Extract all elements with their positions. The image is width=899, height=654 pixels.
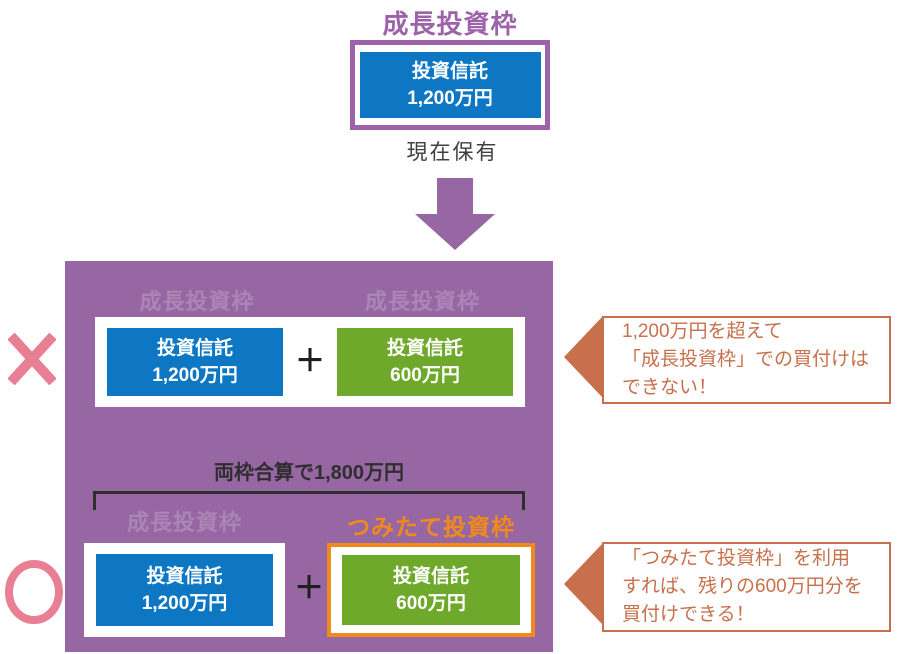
plus-sign: ＋ <box>295 345 325 378</box>
fund-amount: 1,200万円 <box>152 365 238 386</box>
fund-amount: 1,200万円 <box>407 88 493 109</box>
ng-fund-left: 投資信託 1,200万円 <box>107 328 283 396</box>
current-holding-fund-box: 投資信託 1,200万円 <box>359 52 541 118</box>
tsumitate-quota-label: つみたて投資枠 <box>347 514 515 540</box>
bracket-line <box>93 491 525 494</box>
ghost-label-growth-bottom: 成長投資枠 <box>126 510 242 535</box>
bracket-tick-left <box>93 491 96 510</box>
ok-fund-right-frame: 投資信託 600万円 <box>327 543 535 637</box>
fund-amount: 1,200万円 <box>141 593 228 614</box>
fund-name: 投資信託 <box>156 338 233 359</box>
ok-fund-left: 投資信託 1,200万円 <box>96 554 273 626</box>
ghost-label-growth-left: 成長投資枠 <box>139 289 255 314</box>
bracket-tick-right <box>522 491 525 510</box>
callout-arrow-left-icon <box>564 317 602 397</box>
fund-amount: 600万円 <box>390 365 460 386</box>
callout-line: 買付けできる！ <box>622 604 755 625</box>
plus-sign: ＋ <box>294 572 324 605</box>
fund-name: 投資信託 <box>146 566 223 587</box>
ghost-label-growth-right: 成長投資枠 <box>364 289 480 314</box>
ng-fund-right: 投資信託 600万円 <box>337 328 513 396</box>
growth-quota-title: 成長投資枠 <box>382 9 518 39</box>
cross-mark-icon <box>8 333 56 385</box>
ng-callout: 1,200万円を超えて 「成長投資枠」での買付けは できない！ <box>602 316 891 404</box>
fund-name: 投資信託 <box>411 61 488 82</box>
circle-mark-icon <box>5 560 63 624</box>
combined-total-label: 両枠合算で1,800万円 <box>213 462 405 484</box>
callout-line: 「つみたて投資枠」を利用 <box>622 548 851 569</box>
callout-line: 「成長投資枠」での買付けは <box>622 349 870 370</box>
current-holding-frame: 投資信託 1,200万円 <box>350 40 550 130</box>
callout-line: 1,200万円を超えて <box>622 321 783 342</box>
callout-arrow-left-icon <box>564 544 602 624</box>
callout-line: すれば、残りの600万円分を <box>622 576 863 597</box>
fund-name: 投資信託 <box>386 338 463 359</box>
fund-amount: 600万円 <box>396 593 466 614</box>
current-holding-caption: 現在保有 <box>406 141 499 164</box>
ok-callout: 「つみたて投資枠」を利用 すれば、残りの600万円分を 買付けできる！ <box>602 542 891 632</box>
ok-fund-left-frame: 投資信託 1,200万円 <box>84 543 285 637</box>
ng-row: 投資信託 1,200万円 ＋ 投資信託 600万円 <box>95 317 525 407</box>
down-arrow-icon <box>415 178 495 250</box>
callout-line: できない！ <box>622 377 718 398</box>
ok-fund-right: 投資信託 600万円 <box>342 555 520 625</box>
fund-name: 投資信託 <box>392 566 469 587</box>
